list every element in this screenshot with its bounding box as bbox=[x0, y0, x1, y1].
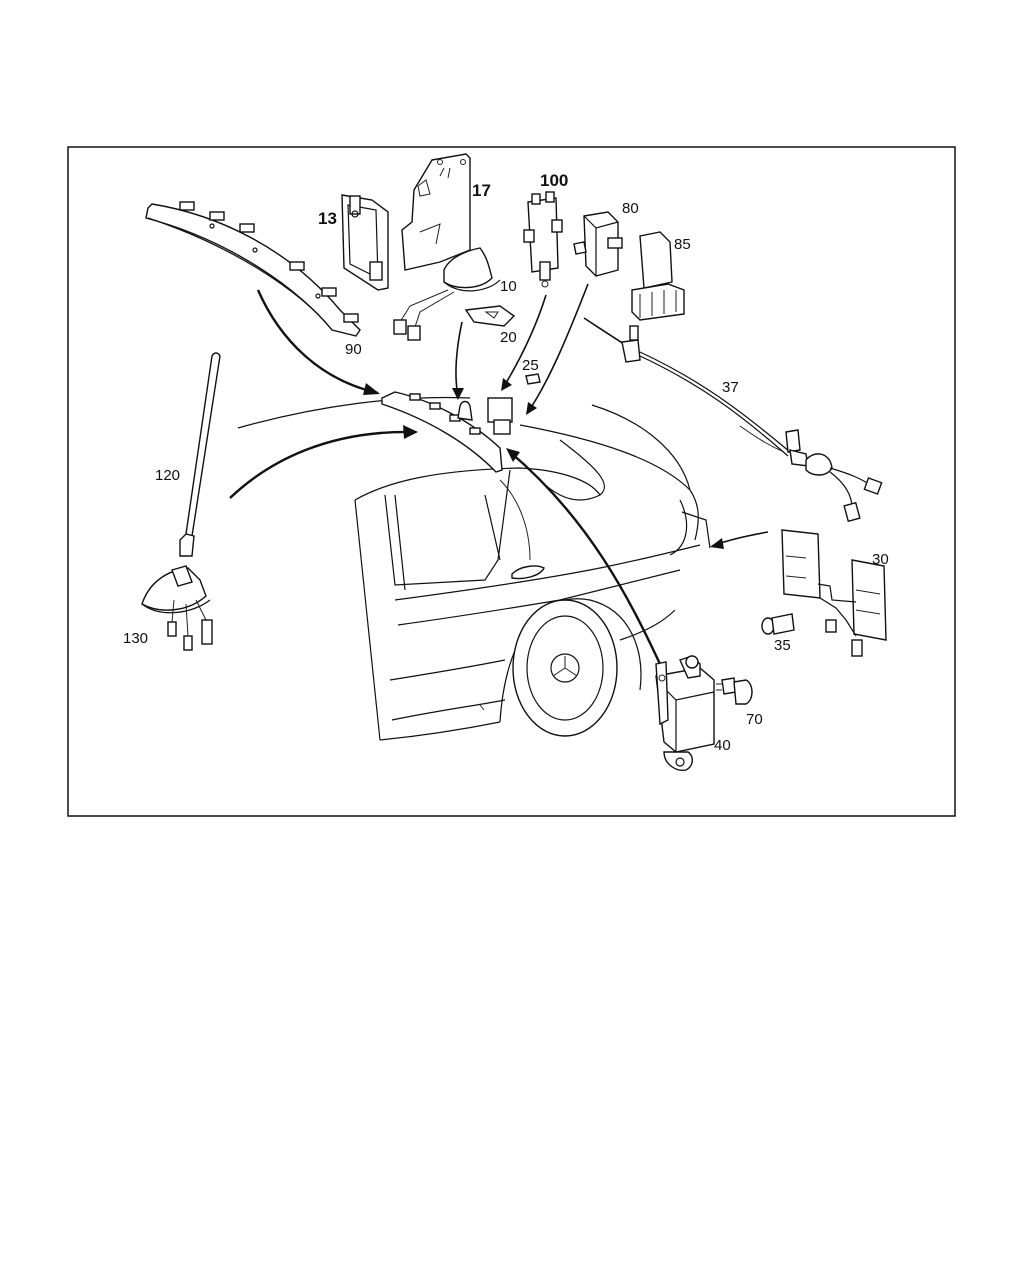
label-20: 20 bbox=[500, 329, 517, 346]
part-17-bracket-plate bbox=[401, 153, 471, 271]
label-25: 25 bbox=[522, 357, 539, 374]
label-130: 130 bbox=[123, 630, 148, 647]
label-70: 70 bbox=[746, 711, 763, 728]
part-25-clip bbox=[525, 373, 541, 385]
part-70-screw bbox=[716, 677, 753, 705]
car-body bbox=[237, 396, 711, 741]
label-120: 120 bbox=[155, 467, 180, 484]
part-10-roof-antenna-fin bbox=[393, 247, 501, 341]
part-13-amplifier-module bbox=[341, 194, 389, 291]
part-80-filter-module bbox=[573, 211, 623, 277]
part-30-window-antenna-film bbox=[781, 529, 887, 657]
label-37: 37 bbox=[722, 379, 739, 396]
label-17: 17 bbox=[472, 181, 491, 200]
part-85-holder bbox=[631, 231, 685, 321]
label-35: 35 bbox=[774, 637, 791, 654]
part-100-antenna-module bbox=[523, 191, 563, 288]
installed-roof-rail bbox=[381, 391, 513, 473]
part-20-gasket bbox=[464, 305, 516, 327]
part-130-antenna-base bbox=[141, 565, 213, 651]
label-100: 100 bbox=[540, 171, 568, 190]
assembly-arrows bbox=[229, 283, 769, 665]
part-120-rod-antenna bbox=[179, 352, 221, 557]
part-90-roof-rail-trim bbox=[145, 201, 361, 337]
label-10: 10 bbox=[500, 278, 517, 295]
label-90: 90 bbox=[345, 341, 362, 358]
label-80: 80 bbox=[622, 200, 639, 217]
part-35-expanding-rivet bbox=[761, 613, 795, 635]
label-40: 40 bbox=[714, 737, 731, 754]
part-37-antenna-cable bbox=[621, 325, 883, 523]
label-13: 13 bbox=[318, 209, 337, 228]
part-labels: 10 13 17 20 25 30 35 37 40 70 80 85 90 1… bbox=[123, 171, 889, 754]
label-85: 85 bbox=[674, 236, 691, 253]
part-40-antenna-amplifier bbox=[655, 655, 715, 771]
diagram-frame bbox=[67, 146, 956, 817]
label-30: 30 bbox=[872, 551, 889, 568]
